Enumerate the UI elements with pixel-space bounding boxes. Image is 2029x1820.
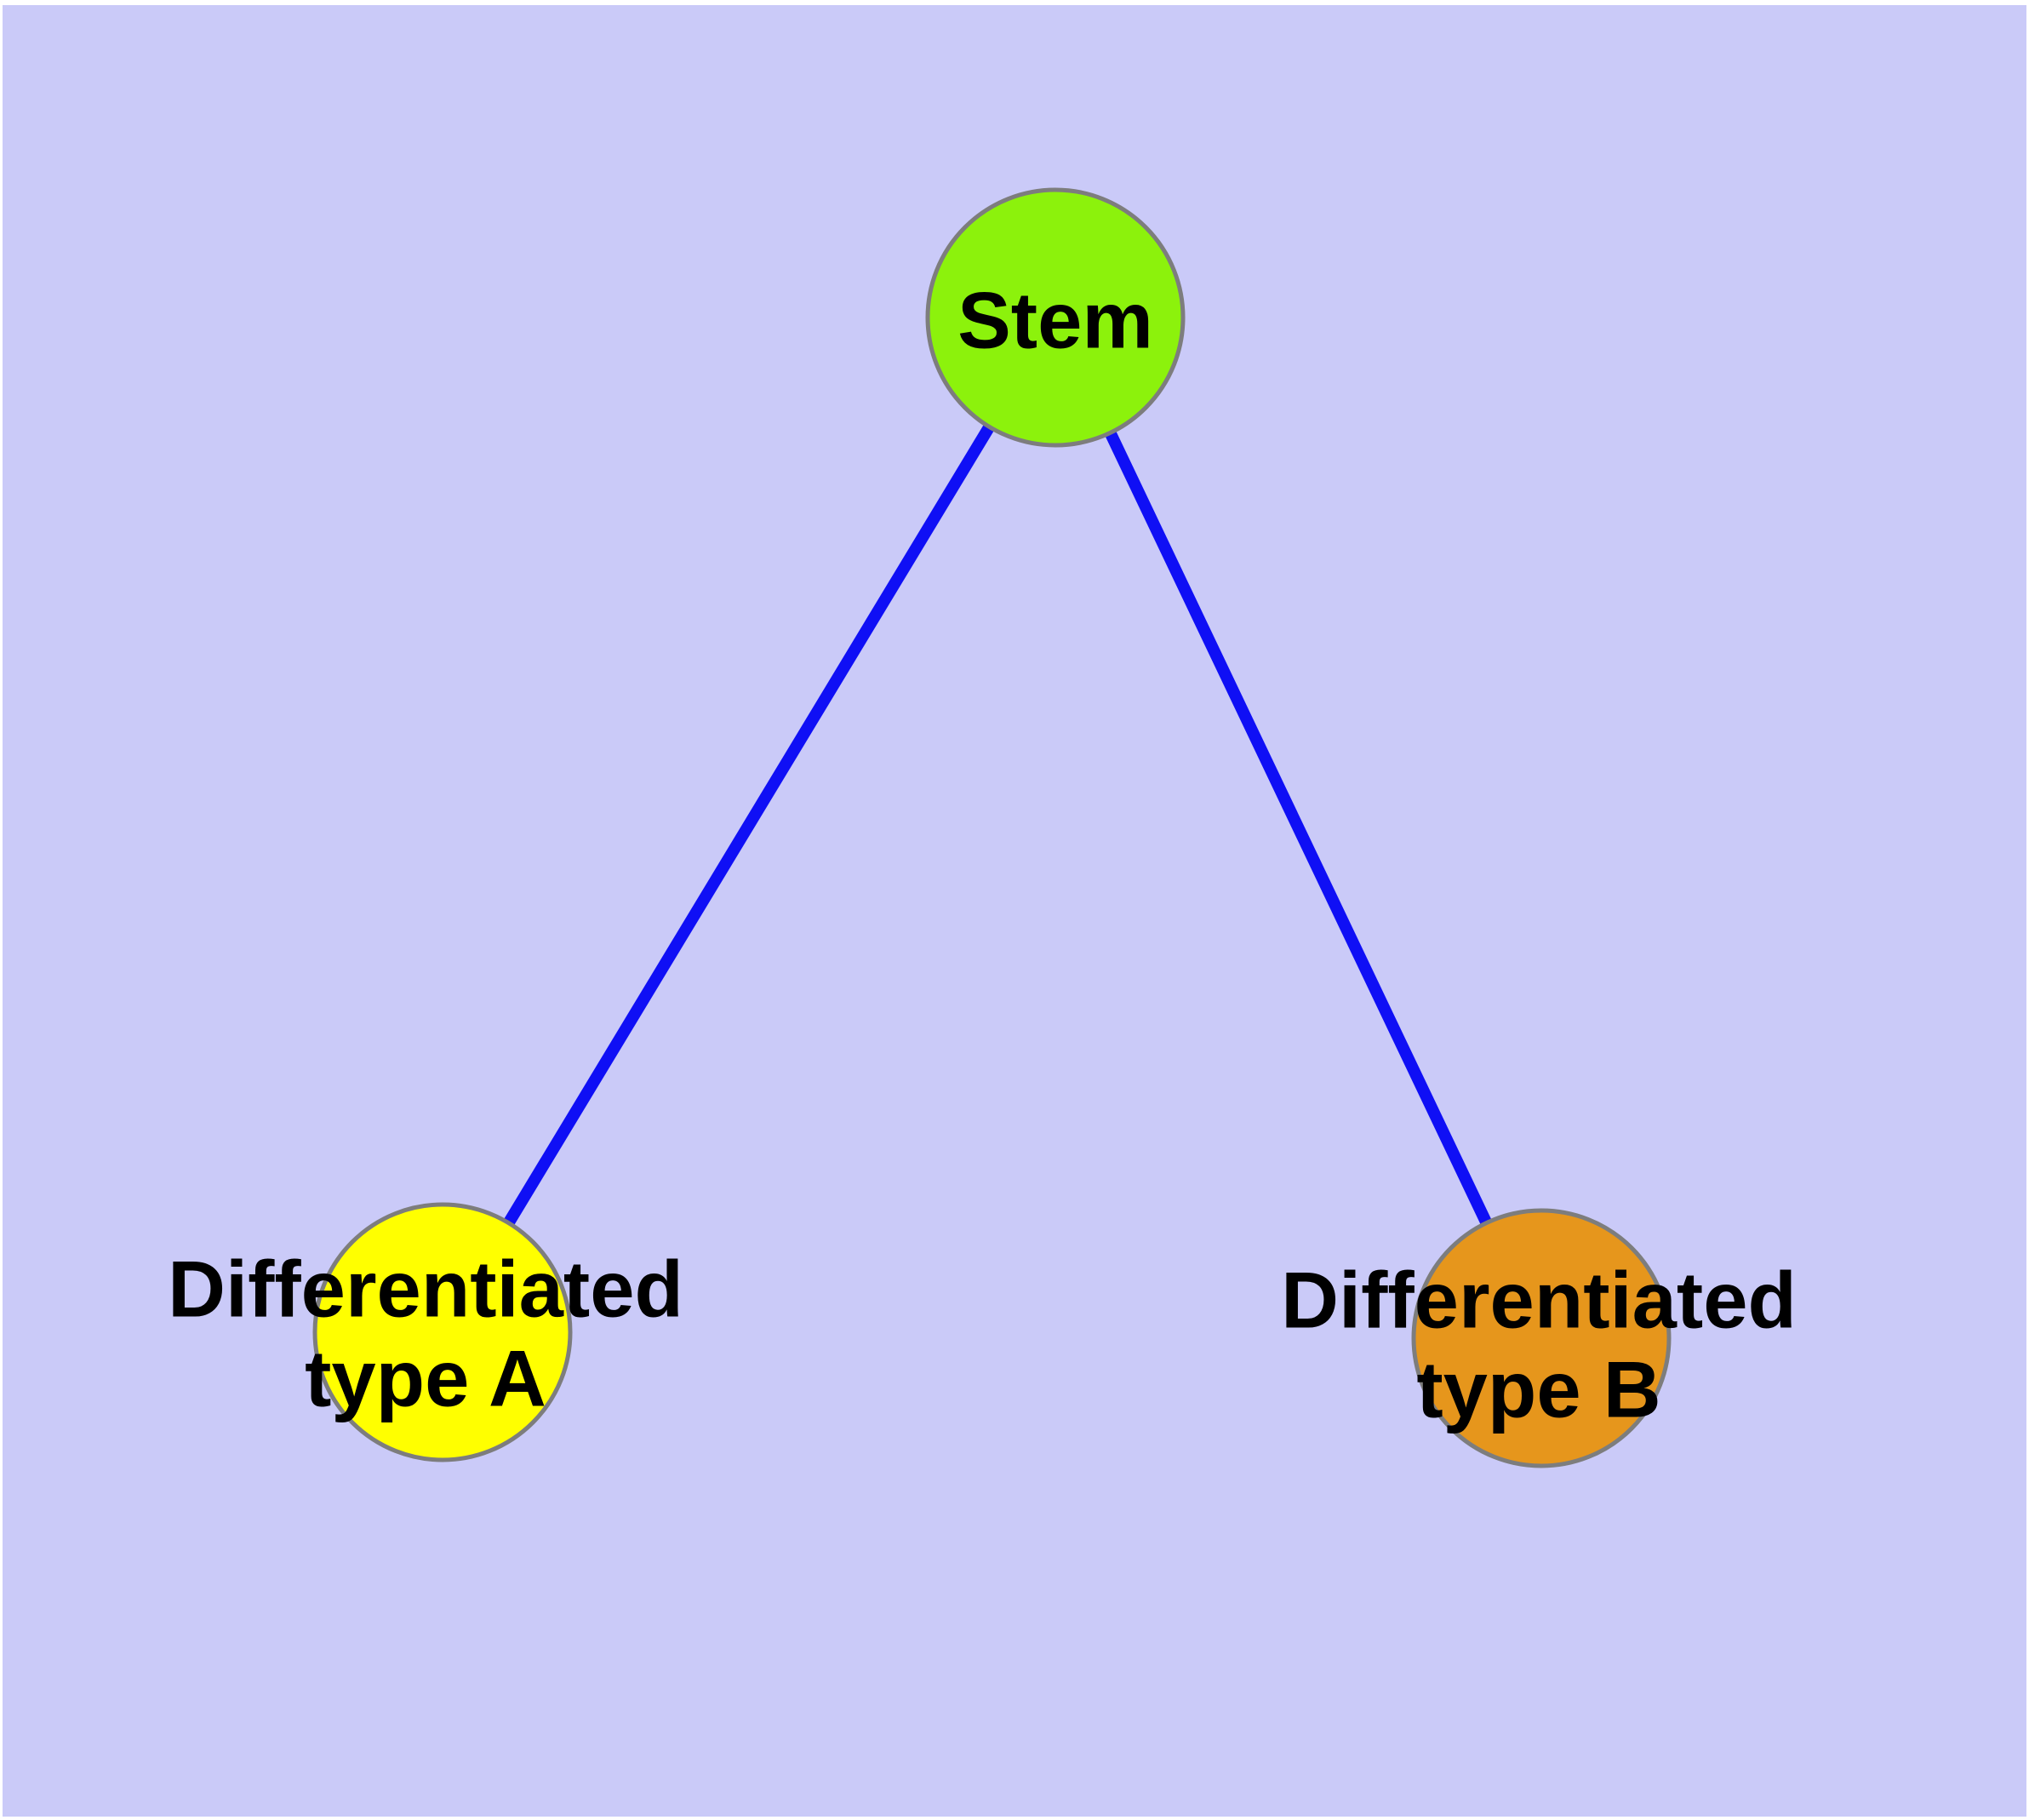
node-label-line: type B <box>1416 1345 1661 1434</box>
node-label-type-a: Differentiated type A <box>168 1245 683 1424</box>
node-label-line: Differentiated <box>168 1244 683 1334</box>
node-label-line: Differentiated <box>1281 1255 1797 1345</box>
node-label-line: type A <box>305 1334 546 1423</box>
node-stem <box>925 187 1186 448</box>
node-label-stem: Stem <box>957 275 1153 364</box>
node-label-line: Stem <box>957 275 1153 365</box>
node-label-type-b: Differentiated type B <box>1281 1256 1797 1435</box>
node-type-b <box>1411 1208 1672 1468</box>
edge-stem-to-type-a <box>437 314 1060 1336</box>
node-type-a <box>312 1202 573 1462</box>
edge-stem-to-type-b <box>1049 314 1547 1342</box>
